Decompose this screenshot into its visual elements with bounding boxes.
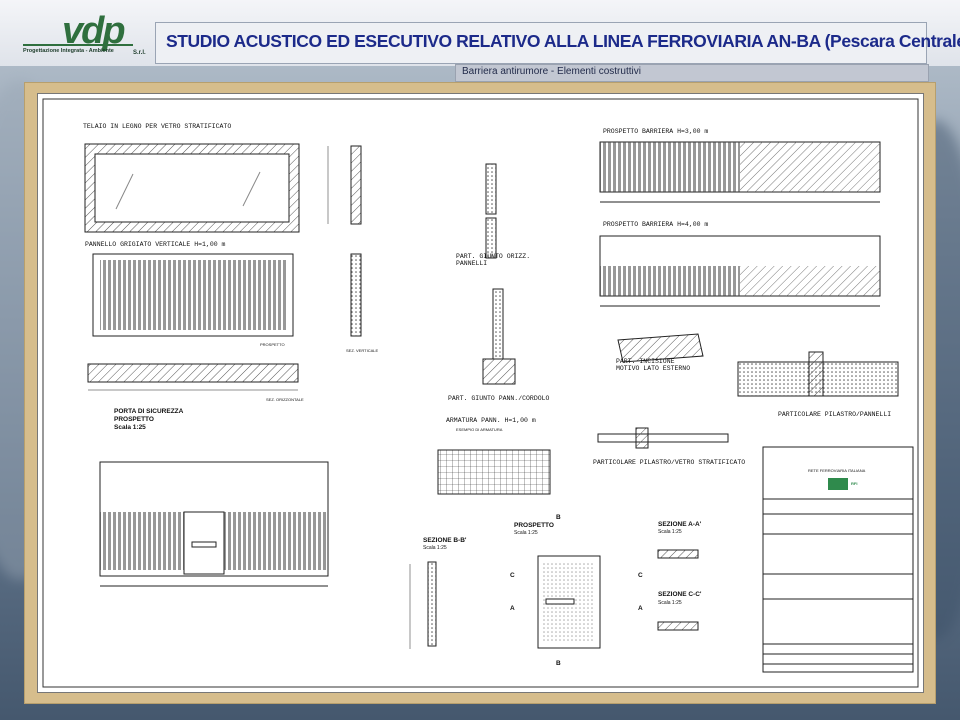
telaio-frame-drawing [84,143,300,233]
title-block [762,446,914,673]
prospetto-small-scale: Scala 1:25 [514,530,538,536]
porta-drawing [99,461,329,587]
giunto-cordolo-drawing [482,288,516,385]
prospetto-h4-title: PROSPETTO BARRIERA H=4,00 m [603,221,709,228]
sezione-aa-title: SEZIONE A-A' [658,521,702,528]
vdp-logo: vdp Progettazione Integrata - Ambiente S… [20,10,150,60]
section-marker-b-top: B [556,514,561,521]
porta-scale: Scala 1:25 [114,424,146,431]
sezione-aa-drawing [657,549,699,559]
sec-orizzontale-label: SEZ. ORIZZONTALE [266,397,304,402]
telaio-section-drawing [327,145,362,225]
drawing-frame: TELAIO IN LEGNO PER VETRO STRATIFICATO P… [25,83,935,703]
incisione-drawing [617,333,704,363]
sec-verticale-label: SEZ. VERTICALE [346,348,379,353]
pilastro-vetro-title: PARTICOLARE PILASTRO/VETRO STRATIFICATO [593,459,746,466]
pannello-drawing [92,253,362,337]
armatura-drawing [437,449,551,495]
title-box: STUDIO ACUSTICO ED ESECUTIVO RELATIVO AL… [155,22,960,64]
porta-title: PORTA DI SICUREZZA [114,408,184,415]
title-block-logo: RFI [851,481,858,486]
prospetto-h3-title: PROSPETTO BARRIERA H=3,00 m [603,128,709,135]
section-marker-a-right: A [638,605,643,612]
section-marker-c-right: C [638,572,643,579]
prospetto-h4-drawing [599,235,881,307]
incisione-title: PART. INCISIONE MOTIVO LATO ESTERNO [616,358,691,372]
giunto-orizz-drawing [485,163,497,259]
prospetto-small-title: PROSPETTO [514,522,554,529]
sezione-cc-scale: Scala 1:25 [658,600,682,606]
section-marker-b-bottom: B [556,660,561,667]
sezione-bb-drawing [409,561,437,649]
drawing-sheet: TELAIO IN LEGNO PER VETRO STRATIFICATO P… [37,93,924,693]
technical-drawing [42,98,919,688]
page-title: STUDIO ACUSTICO ED ESECUTIVO RELATIVO AL… [166,31,960,51]
armatura-subtitle: ESEMPIO DI ARMATURA [456,427,503,432]
logo-suffix: S.r.l. [133,50,146,56]
giunto-orizz-title: PART. GIUNTO ORIZZ. PANNELLI [456,253,531,267]
pilastro-pannelli-title: PARTICOLARE PILASTRO/PANNELLI [778,411,892,418]
subtitle-bar: Barriera antirumore - Elementi costrutti… [455,64,929,82]
header: vdp Progettazione Integrata - Ambiente S… [0,0,960,66]
section-marker-c-left: C [510,572,515,579]
sezione-cc-title: SEZIONE C-C' [658,591,702,598]
porta-subtitle: PROSPETTO [114,416,154,423]
logo-mark: vdp [62,10,126,52]
pilastro-pannelli-drawing [737,351,899,397]
armatura-title: ARMATURA PANN. H=1,00 m [446,417,536,424]
pannello-title: PANNELLO GRIGIATO VERTICALE H=1,00 m [85,241,226,248]
prospetto-small-drawing [537,555,601,649]
sezione-cc-drawing [657,621,699,631]
logo-bar [23,44,133,46]
giunto-cordolo-title: PART. GIUNTO PANN./CORDOLO [448,395,550,402]
sezione-bb-title: SEZIONE B-B' [423,537,467,544]
sezione-bb-scale: Scala 1:25 [423,545,447,551]
section-marker-a-left: A [510,605,515,612]
logo-subtitle: Progettazione Integrata - Ambiente [23,48,114,54]
prospetto-label: PROSPETTO [260,342,285,347]
pilastro-vetro-drawing [597,427,729,449]
sezione-orizzontale-drawing [87,363,299,391]
telaio-title: TELAIO IN LEGNO PER VETRO STRATIFICATO [83,123,232,130]
sezione-aa-scale: Scala 1:25 [658,529,682,535]
page-subtitle: Barriera antirumore - Elementi costrutti… [462,66,641,77]
prospetto-h3-drawing [599,141,881,203]
title-block-company: RETE FERROVIARIA ITALIANA [808,468,866,473]
